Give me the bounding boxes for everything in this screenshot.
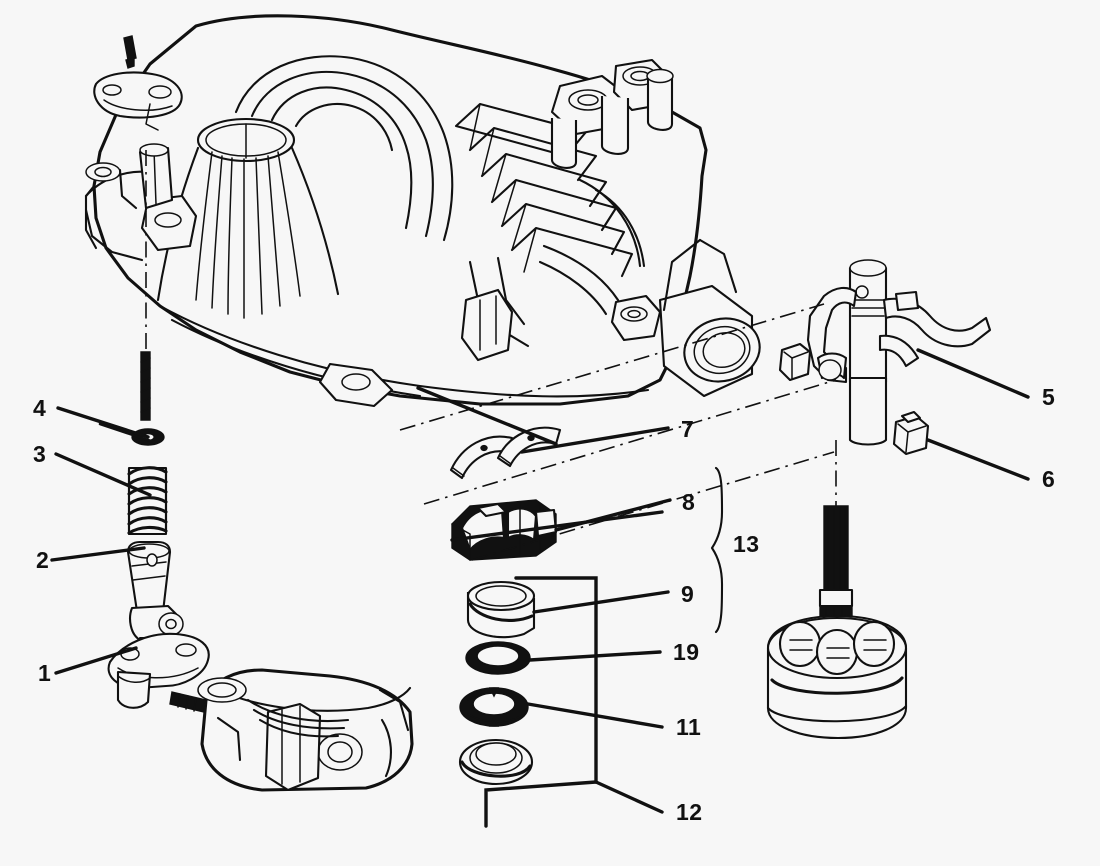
gearcase-housing: [84, 14, 761, 408]
callout-4: 4: [33, 395, 47, 421]
callout-9: 9: [681, 581, 695, 607]
construction-centerlines: [399, 303, 837, 700]
lower-sub-housing: [169, 668, 414, 792]
drive-shaft-assembly: [766, 440, 908, 740]
callout-8: 8: [682, 489, 696, 515]
leader-lines: [50, 348, 1030, 828]
part-5-shift-fork: [806, 259, 992, 446]
part-19-flat-washer: [465, 641, 531, 675]
part-9-bearing-race-sleeve: [466, 580, 536, 639]
callout-7: 7: [681, 416, 695, 442]
callout-1: 1: [38, 660, 52, 686]
part-7-bearing-shells: [449, 426, 562, 480]
part-3-spring: [127, 466, 168, 536]
callout-5: 5: [1042, 384, 1056, 410]
part-8-clutch-dog-block: [451, 499, 558, 561]
callout-6: 6: [1042, 466, 1056, 492]
part-6-slide-blocks: [778, 342, 930, 456]
ring-stack: [458, 580, 536, 786]
callout-3: 3: [33, 441, 47, 467]
upper-linkage-arm: [93, 35, 183, 131]
callout-2: 2: [36, 547, 50, 573]
callout-12: 12: [676, 799, 703, 825]
callout-13: 13: [733, 531, 760, 557]
callout-19: 19: [673, 639, 700, 665]
part-11-oil-seal: [459, 687, 529, 727]
part-12-thrust-washer: [458, 738, 534, 786]
callout-11: 11: [676, 714, 702, 740]
